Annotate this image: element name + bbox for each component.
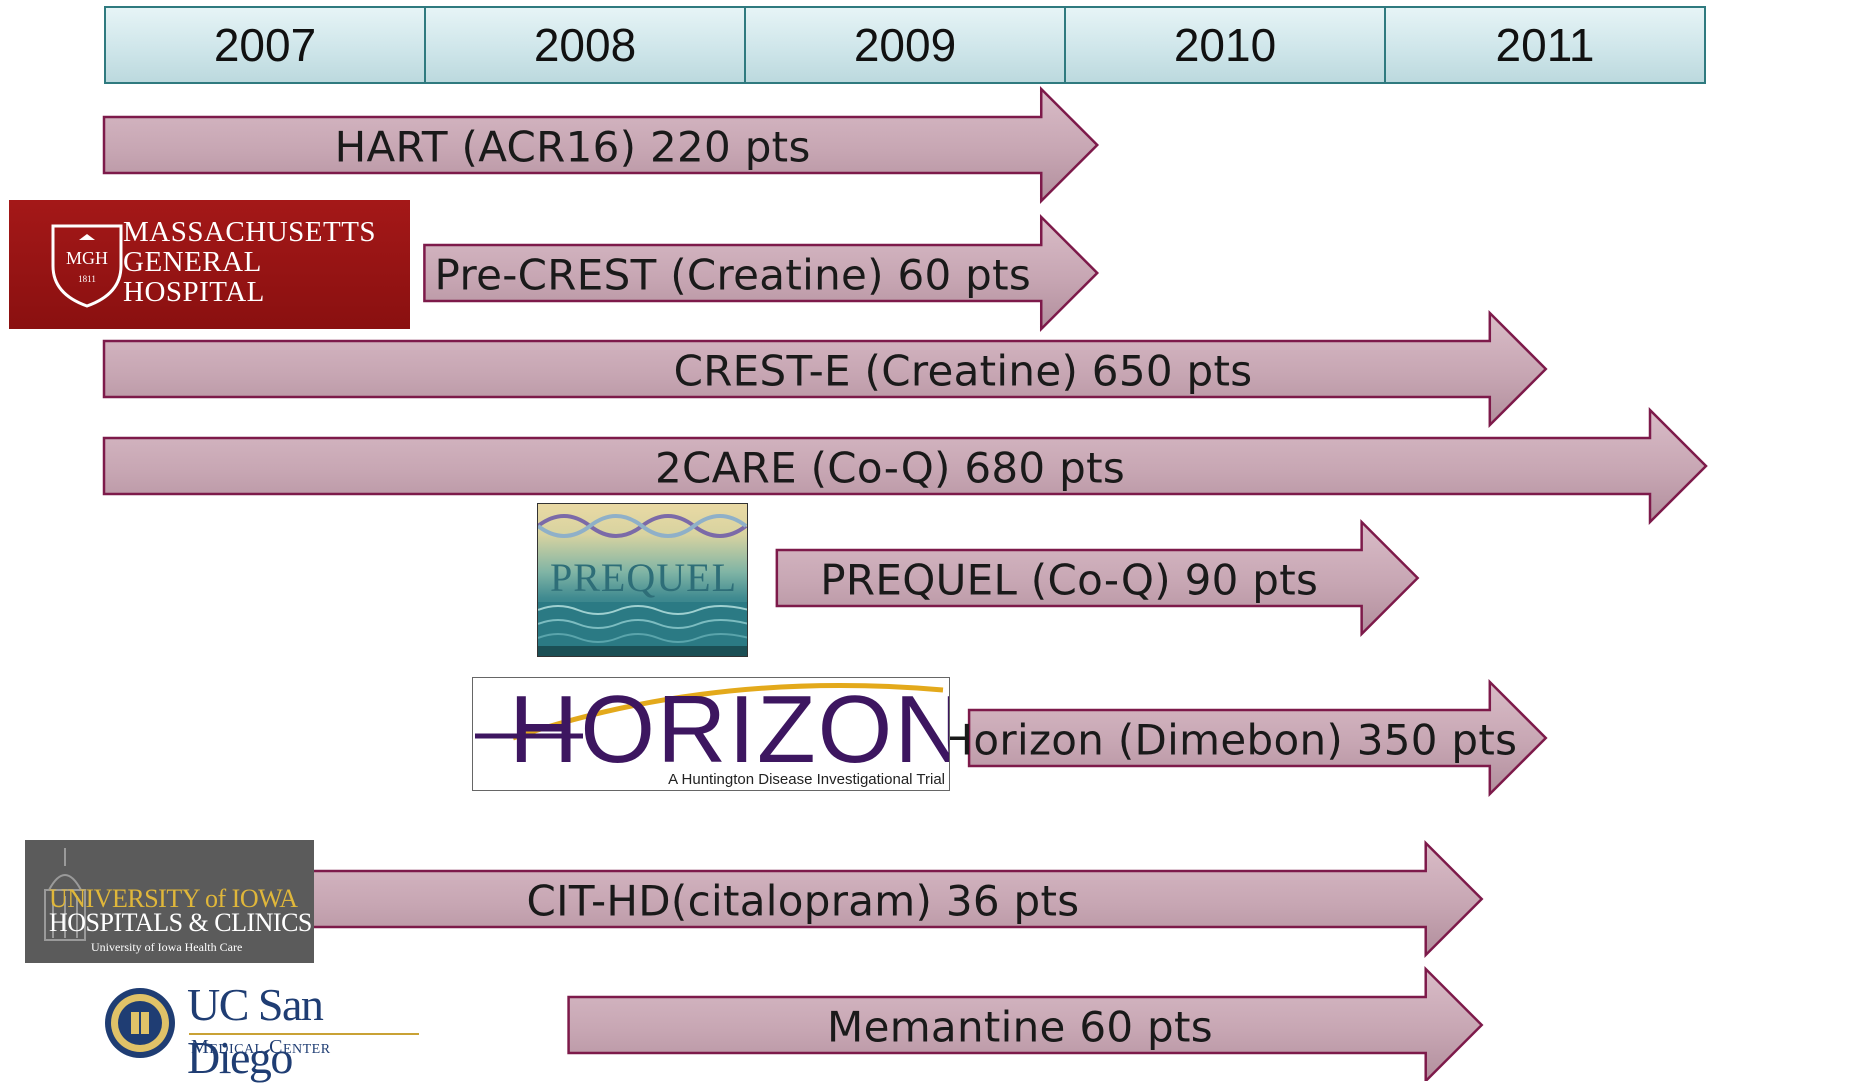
ucsd-divider	[189, 1033, 419, 1035]
iowa-name-line1: UNIVERSITY of IOWA	[49, 884, 298, 913]
trial-label: CREST-E (Creatine) 650 pts	[673, 346, 1253, 396]
trial-label: HART (ACR16) 220 pts	[334, 122, 811, 172]
horizon-logo: HORIZON A Huntington Disease Investigati…	[472, 677, 950, 791]
ucsd-logo: UC San Diego Medical Center	[103, 979, 423, 1083]
horizon-swoosh	[475, 682, 944, 741]
prequel-logo: PREQUEL	[537, 503, 748, 657]
mgh-name-line1: MASSACHUSETTS	[123, 216, 377, 248]
ucsd-seal-icon	[105, 988, 175, 1058]
trial-arrow	[775, 518, 1420, 638]
mgh-logo: MGH 1811 MASSACHUSETTS GENERAL HOSPITAL	[9, 200, 410, 329]
year-cell: 2007	[106, 8, 426, 82]
mgh-name-line2: GENERAL HOSPITAL	[123, 246, 265, 308]
trial-label: Pre-CREST (Creatine) 60 pts	[434, 250, 1032, 300]
trial-arrow	[967, 678, 1548, 798]
trial-arrow	[102, 85, 1100, 205]
iowa-name-line2: HOSPITALS & CLINICS	[49, 908, 312, 937]
horizon-subtitle: A Huntington Disease Investigational Tri…	[668, 771, 945, 788]
mgh-seal-text: MGH	[66, 248, 108, 268]
trial-arrow	[423, 213, 1100, 333]
trial-label: Horizon (Dimebon) 350 pts	[941, 715, 1518, 765]
iowa-name-line3: University of Iowa Health Care	[91, 940, 243, 954]
year-cell: 2009	[746, 8, 1066, 82]
year-cell: 2010	[1066, 8, 1386, 82]
capitol-icon	[44, 848, 86, 941]
timeline-header: 2007 2008 2009 2010 2011	[104, 6, 1706, 84]
horizon-logo-text: HORIZON	[509, 677, 950, 783]
trial-label: 2CARE (Co-Q) 680 pts	[654, 443, 1126, 493]
trial-label: Memantine 60 pts	[827, 1002, 1213, 1052]
year-cell: 2011	[1495, 19, 1595, 71]
trial-arrow	[310, 839, 1484, 959]
prequel-logo-text: PREQUEL	[550, 555, 737, 600]
trial-label: PREQUEL (Co-Q) 90 pts	[820, 555, 1319, 605]
mgh-seal-year: 1811	[78, 274, 96, 284]
trial-arrow	[102, 406, 1708, 526]
ucsd-subtitle: Medical Center	[191, 1036, 331, 1058]
dna-helix-icon	[538, 514, 747, 538]
iowa-logo: UNIVERSITY of IOWA HOSPITALS & CLINICS U…	[25, 840, 314, 963]
trial-label: CIT-HD(citalopram) 36 pts	[526, 876, 1080, 926]
mgh-shield-icon: MGH 1811	[51, 224, 123, 308]
trial-arrow	[567, 965, 1484, 1081]
trial-arrow	[102, 309, 1548, 429]
water-graphic	[538, 602, 747, 656]
ucsd-name: UC San Diego	[187, 979, 324, 1083]
year-cell: 2008	[426, 8, 746, 82]
